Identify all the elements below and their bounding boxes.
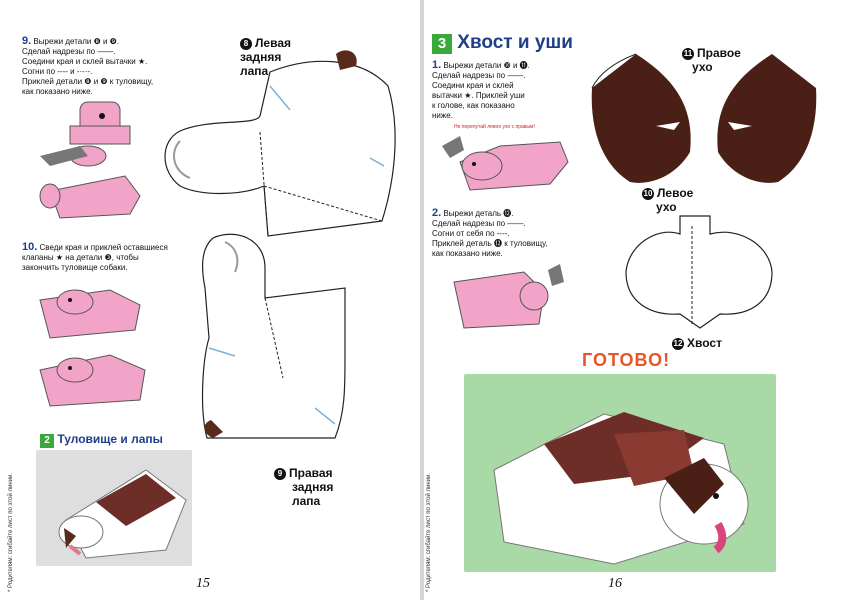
body-assembly-photo xyxy=(36,450,192,566)
left-page-number: 15 xyxy=(196,576,210,591)
left-page: 9. Вырежи детали ❽ и ❾. Сделай надрезы п… xyxy=(0,0,420,600)
section-3-number: 3 xyxy=(432,34,452,54)
right-page-number: 16 xyxy=(608,576,622,591)
right-ear-shape xyxy=(717,54,817,183)
step-2-instructions: 2. Вырежи деталь ⓬. Сделай надрезы по ——… xyxy=(432,207,548,259)
right-hind-leg-cutout xyxy=(201,233,346,439)
part-10-number-badge: 10 xyxy=(642,187,654,200)
step-9-line: Соедини края и склей вытачки ★. xyxy=(22,57,148,66)
section-3-heading: 3 Хвост и уши xyxy=(432,32,573,54)
step-10-line: Сведи края и приклей оставшиеся xyxy=(39,243,168,252)
section-3-title: Хвост и уши xyxy=(457,32,573,53)
part-9-number-badge: 9 xyxy=(274,467,286,480)
right-side-note: * Родителям: сгибайте лист по этой линии… xyxy=(426,472,432,592)
part-11-number-badge: 11 xyxy=(682,47,694,60)
step-9-line: Согни по ---- и -·-·-. xyxy=(22,67,93,76)
finished-dog-photo xyxy=(464,374,776,572)
left-side-note: * Родителям: сгибайте лист по этой линии… xyxy=(8,472,14,592)
part-8-number-badge: 8 xyxy=(240,37,252,50)
step-10-line: закончить туловище собаки. xyxy=(22,263,128,272)
page-gutter xyxy=(420,0,424,600)
step-9-line: как показано ниже. xyxy=(22,87,93,96)
part-12-number-badge: 12 xyxy=(672,337,684,350)
step-10-illustration xyxy=(39,289,146,407)
step-9-instructions: 9. Вырежи детали ❽ и ❾. Сделай надрезы п… xyxy=(22,36,162,97)
step-9-number: 9. xyxy=(22,35,32,47)
step-1-number: 1. xyxy=(432,59,442,71)
left-hind-leg-cutout xyxy=(164,50,396,237)
done-heading: ГОТОВО! xyxy=(582,350,671,370)
ears-cutout xyxy=(591,53,817,183)
tail-cutout xyxy=(625,215,773,329)
step-9-illustration xyxy=(39,101,141,219)
step-2-illustration xyxy=(453,264,564,329)
section-2-number: 2 xyxy=(40,434,54,448)
step-9-line: Приклей детали ❽ и ❾ к туловищу, xyxy=(22,77,154,86)
step-9-line: Сделай надрезы по ——. xyxy=(22,47,116,56)
step-10-number: 10. xyxy=(22,241,38,253)
step-1-instructions: 1. Вырежи детали ❿ и ⓫. Сделай надрезы п… xyxy=(432,59,530,121)
step-10-line: клапаны ★ на детали ❸, чтобы xyxy=(22,253,139,262)
ear-warning: Не перепутай левое ухо с правым! xyxy=(454,124,535,130)
right-page: 3 Хвост и уши 1. Вырежи детали ❿ и ⓫. Сд… xyxy=(424,0,850,600)
section-2-heading: 2 Туловище и лапы xyxy=(40,432,163,448)
step-2-number: 2. xyxy=(432,207,442,219)
step-9-line: Вырежи детали ❽ и ❾. xyxy=(33,37,120,46)
step-10-instructions: 10. Сведи края и приклей оставшиеся клап… xyxy=(22,242,192,273)
section-2-title: Туловище и лапы xyxy=(57,432,163,446)
step-1-illustration xyxy=(442,136,569,191)
left-ear-shape xyxy=(591,54,691,183)
